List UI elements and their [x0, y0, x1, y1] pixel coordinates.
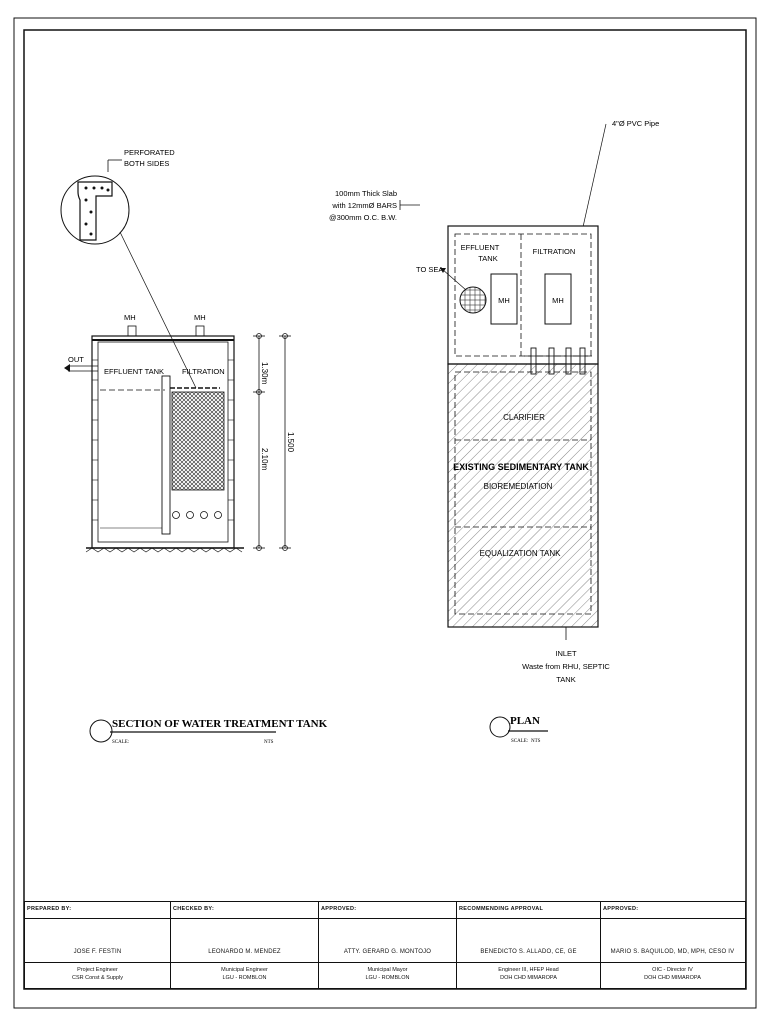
signatory-name: BENEDICTO S. ALLADO, CE, GE: [480, 949, 577, 955]
signatory-office: DOH CHD MIMAROPA: [500, 975, 557, 981]
manhole-left: [127, 325, 137, 337]
signatory-position: Engineer III, HFEP Head: [498, 967, 559, 973]
plan-effluent-label-1: EFFLUENT: [461, 243, 500, 252]
signatory-office: CSR Const & Supply: [71, 975, 124, 981]
plan-scale-label: SCALE:: [511, 739, 528, 744]
section-title: SECTION OF WATER TREATMENT TANK: [112, 718, 328, 730]
signatory-position: OIC - Director IV: [652, 967, 693, 973]
section-drawing: PERFORATED BOTH SIDES MH MH OUT EFFLUENT…: [60, 148, 328, 745]
plan-scale-value: NTS: [531, 739, 541, 744]
signatory-approved-director: APPROVED: MARIO S. BAQUILOD, MD, MPH, CE…: [601, 902, 744, 988]
section-effluent-label: EFFLUENT TANK: [104, 367, 164, 376]
existing-tank-label: EXISTING SEDIMENTARY TANK: [453, 462, 589, 472]
plan-effluent-label-2: TANK: [478, 254, 497, 263]
section-scale-label: SCALE:: [112, 740, 129, 745]
plan-manhole-left: [490, 273, 518, 325]
signatory-office: LGU - ROMBLON: [222, 975, 267, 981]
signatory-checked: CHECKED BY: LEONARDO M. MENDEZ Municipal…: [171, 902, 319, 988]
inner-border: [23, 29, 747, 990]
perforated-label-2: BOTH SIDES: [124, 159, 169, 168]
partition-wall: [161, 375, 171, 535]
signatory-position: Municipal Mayor: [367, 967, 408, 973]
equalization-label: EQUALIZATION TANK: [480, 549, 562, 558]
signatory-header: CHECKED BY:: [173, 906, 215, 912]
signatory-name: JOSE F. FESTIN: [73, 949, 122, 955]
signatory-header: RECOMMENDING APPROVAL: [459, 906, 544, 912]
slab-label-3: @300mm O.C. B.W.: [329, 213, 397, 222]
gravel-bed: [85, 547, 243, 553]
title-block: PREPARED BY: JOSE F. FESTIN Project Engi…: [24, 901, 746, 989]
pvc-pipe-label: 4"Ø PVC Pipe: [612, 119, 659, 128]
inlet-label-3: TANK: [556, 675, 575, 684]
dimension-lower: 2.10m: [260, 448, 269, 471]
signatory-office: DOH CHD MIMAROPA: [644, 975, 701, 981]
perforated-detail-circle: [60, 175, 130, 245]
signatory-name: MARIO S. BAQUILOD, MD, MPH, CESO IV: [610, 949, 735, 955]
signatory-name: LEONARDO M. MENDEZ: [208, 949, 281, 955]
signatory-office: LGU - ROMBLON: [365, 975, 410, 981]
section-scale-value: NTS: [264, 740, 274, 745]
signatory-position: Municipal Engineer: [221, 967, 268, 973]
out-label: OUT: [68, 355, 84, 364]
manhole-right: [195, 325, 205, 337]
bioremediation-label: BIOREMEDIATION: [484, 482, 553, 491]
plan-filtration-label: FILTRATION: [533, 247, 576, 256]
dimension-upper: 1.30m: [260, 362, 269, 385]
outer-border: [13, 17, 757, 1009]
mh-label-right: MH: [194, 313, 206, 322]
section-filtration-label: FILTRATION: [182, 367, 225, 376]
signatory-prepared: PREPARED BY: JOSE F. FESTIN Project Engi…: [25, 902, 171, 988]
inlet-label-2: Waste from RHU, SEPTIC: [522, 662, 610, 671]
slab-label-1: 100mm Thick Slab: [335, 189, 397, 198]
filter-media: [171, 391, 225, 491]
signatory-approved-mayor: APPROVED: ATTY. GERARD G. MONTOJO Munici…: [319, 902, 457, 988]
plan-mh-right-label: MH: [552, 296, 564, 305]
dimension-overall: 1.500: [286, 432, 295, 453]
mh-label-left: MH: [124, 313, 136, 322]
inlet-label-1: INLET: [555, 649, 577, 658]
detail-leader: [119, 231, 197, 389]
plan-drawing: 4"Ø PVC Pipe 100mm Thick Slab with 12mmØ…: [329, 119, 659, 744]
out-arrow-icon: [64, 364, 70, 372]
clarifier-label: CLARIFIER: [503, 413, 545, 422]
plan-mh-left-label: MH: [498, 296, 510, 305]
plan-title: PLAN: [510, 715, 540, 727]
signatory-name: ATTY. GERARD G. MONTOJO: [343, 949, 432, 955]
signatory-header: APPROVED:: [321, 906, 357, 912]
slab-label-2: with 12mmØ BARS: [331, 201, 397, 210]
plan-title-bubble: [489, 716, 511, 738]
to-sea-label: TO SEA: [416, 265, 443, 274]
perforated-label-1: PERFORATED: [124, 148, 175, 157]
section-title-bubble: [89, 719, 113, 743]
plan-manhole-right: [544, 273, 572, 325]
outlet-grate-icon: [459, 286, 487, 314]
plan-existing-tank: [447, 363, 599, 628]
signatory-header: APPROVED:: [603, 906, 639, 912]
signatory-header: PREPARED BY:: [27, 906, 72, 912]
signatory-recommending: RECOMMENDING APPROVAL BENEDICTO S. ALLAD…: [457, 902, 601, 988]
signatory-position: Project Engineer: [77, 967, 118, 973]
perforated-pipe-detail: [77, 181, 113, 241]
